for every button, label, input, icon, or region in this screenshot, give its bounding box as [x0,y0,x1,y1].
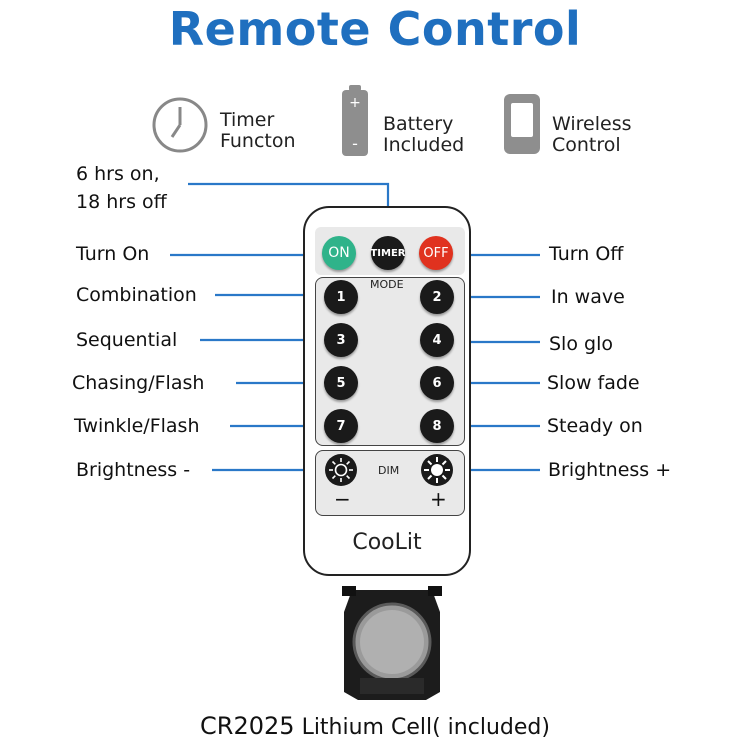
dim-label: DIM [378,464,400,477]
callout-brightness-minus: Brightness - [76,459,191,481]
mode-button-3[interactable]: 3 [324,323,358,357]
battery-tray [340,582,444,704]
timer-note: 6 hrs on, 18 hrs off [76,163,167,213]
battery-caption: CR2025 Lithium Cell( included) [0,712,750,740]
battery-caption-text: Lithium Cell( included) [301,715,550,740]
brightness-up-button[interactable] [420,453,454,487]
mode-button-1[interactable]: 1 [324,280,358,314]
callout-steady-on: Steady on [547,415,643,437]
callout-slow-fade: Slow fade [547,372,640,394]
mode-button-4[interactable]: 4 [420,323,454,357]
callout-sequential: Sequential [76,329,178,351]
mode-button-8[interactable]: 8 [420,409,454,443]
brightness-down-button[interactable] [324,453,358,487]
sun-icon [325,454,357,486]
callout-turn-on: Turn On [76,243,150,265]
minus-label: − [334,487,351,511]
off-button[interactable]: OFF [419,236,453,270]
svg-text:+: + [349,95,361,111]
page-title: Remote Control [168,2,582,56]
callout-chasing-flash: Chasing/Flash [72,372,205,394]
callout-twinkle-flash: Twinkle/Flash [74,415,200,437]
timer-button[interactable]: TIMER [370,236,406,270]
feature-label-battery: Battery Included [383,113,465,156]
callout-turn-off: Turn Off [549,243,624,265]
mode-button-6[interactable]: 6 [420,366,454,400]
callout-in-wave: In wave [551,286,625,308]
mode-button-2[interactable]: 2 [420,280,454,314]
mode-label: MODE [370,278,404,291]
svg-text:-: - [352,134,358,153]
callout-slo-glo: Slo glo [549,333,613,355]
brand-logo: CooLit [352,530,422,555]
callout-brightness-plus: Brightness + [548,459,672,481]
battery-model: CR2025 [200,712,295,740]
callout-combination: Combination [76,284,197,306]
battery-icon: + - [340,85,370,157]
remote-icon [503,93,541,155]
sun-bright-icon [421,454,453,486]
on-button[interactable]: ON [322,236,356,270]
plus-label: + [430,487,447,511]
clock-icon [150,95,210,155]
feature-label-wireless: Wireless Control [552,113,632,156]
feature-label-timer: Timer Functon [220,109,296,152]
mode-button-5[interactable]: 5 [324,366,358,400]
mode-button-7[interactable]: 7 [324,409,358,443]
